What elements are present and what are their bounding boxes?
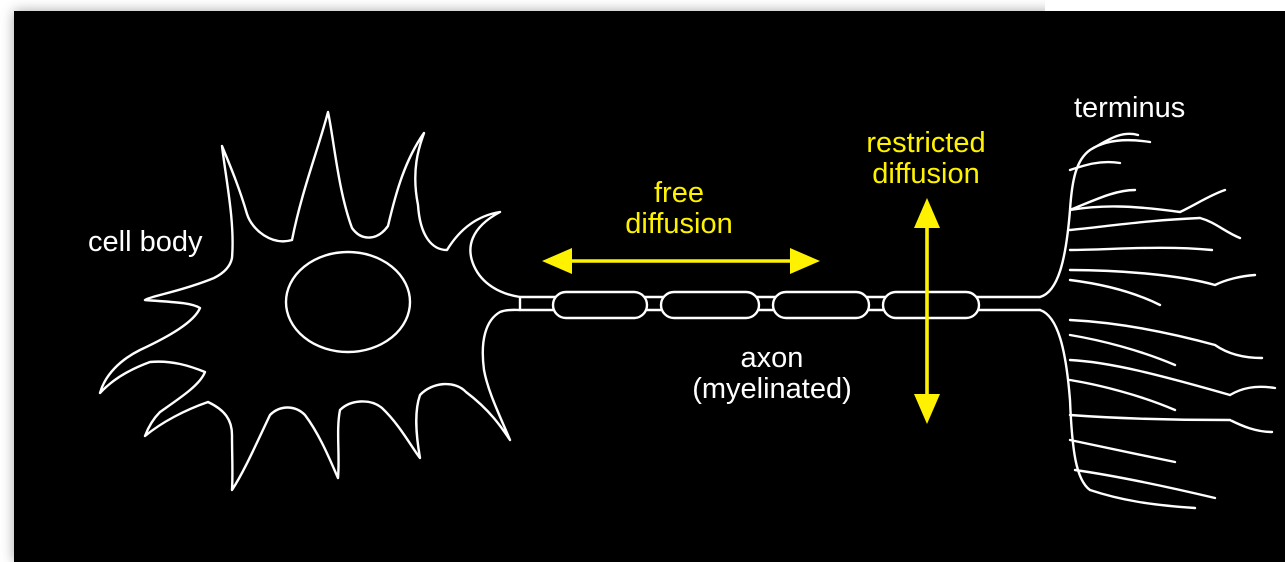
axon-label: axon (myelinated) <box>662 343 882 405</box>
cell-body-label: cell body <box>88 227 202 258</box>
terminus-label: terminus <box>1074 93 1185 124</box>
free-diffusion-line1: free <box>604 178 754 209</box>
myelin-sheath <box>773 292 869 318</box>
myelin-sheath <box>883 292 979 318</box>
nucleus-outline <box>286 252 410 352</box>
restricted-diffusion-line1: restricted <box>846 128 1006 159</box>
arrowhead-right <box>790 248 820 274</box>
free-diffusion-label: free diffusion <box>604 178 754 240</box>
axon-line2: (myelinated) <box>662 374 882 405</box>
terminus-branches <box>1040 134 1275 508</box>
arrowhead-down <box>914 394 940 424</box>
myelin-sheath <box>661 292 759 318</box>
myelin-sheath <box>553 292 647 318</box>
axon-line1: axon <box>662 343 882 374</box>
cell-body-outline <box>100 112 520 490</box>
free-diffusion-line2: diffusion <box>604 209 754 240</box>
arrowhead-up <box>914 198 940 228</box>
restricted-diffusion-line2: diffusion <box>846 159 1006 190</box>
arrowhead-left <box>542 248 572 274</box>
restricted-diffusion-label: restricted diffusion <box>846 128 1006 190</box>
